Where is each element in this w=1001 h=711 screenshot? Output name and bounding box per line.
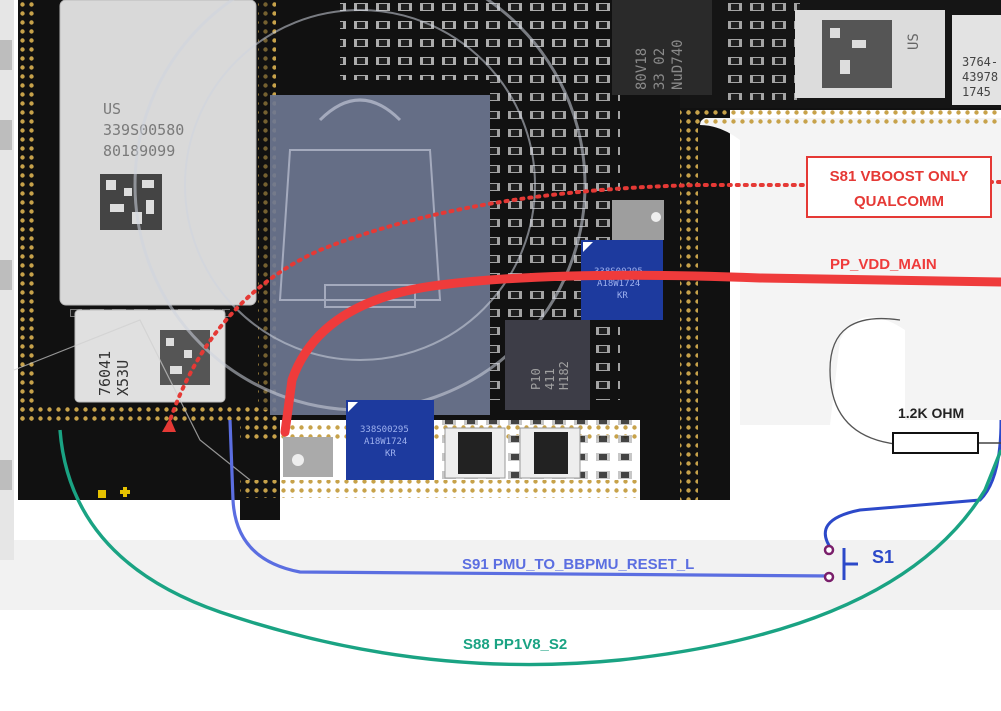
chip-blue-bottom (346, 400, 434, 480)
via-row-bottom-left (18, 407, 280, 425)
switch-contact-bottom (823, 571, 835, 583)
wire-vboost-dotted (166, 183, 812, 428)
wire-pp1v8 (58, 429, 1001, 667)
switch-contact-top (823, 544, 835, 556)
vboost-arrowhead (162, 418, 176, 432)
chip-edge-line1: 3764- (962, 55, 998, 69)
chip-top-right-label: US (906, 33, 922, 50)
chip-large-line1: US (103, 100, 121, 118)
chip-top-right-edge (952, 15, 1001, 105)
pp1v8-label: S88 PP1V8_S2 (463, 636, 567, 653)
chip-top-dark (612, 0, 712, 95)
chip-pmic (505, 320, 590, 410)
chip-blue-right (581, 240, 663, 320)
chip-pmic-line2: 411 (543, 368, 557, 390)
watermark-seal (133, 0, 587, 412)
via-column-right (680, 110, 698, 500)
pad-yellow (98, 490, 106, 498)
resistor-symbol (892, 432, 979, 454)
via-column-left (18, 0, 36, 425)
chip-blue-bottom-line1: 338S00295 (360, 425, 409, 435)
chip-soc (270, 95, 490, 415)
vdd-main-label: PP_VDD_MAIN (830, 256, 937, 273)
chip-blue-right-line3: KR (617, 291, 628, 301)
chip-blue-bottom-line2: A18W1724 (364, 437, 407, 447)
chip-blue-right-line2: A18W1724 (597, 279, 640, 289)
chip-grey-small (283, 437, 333, 477)
wire-pp-vdd-main (280, 270, 1001, 437)
chip-edge-line2: 43978 (962, 70, 998, 84)
chip-edge-line3: 1745 (962, 85, 991, 99)
chip-small-line2: X53U (114, 360, 132, 396)
resistor-loop-wire (829, 318, 906, 446)
via-row-top-right (680, 108, 1001, 126)
chip-blue-bottom-line3: KR (385, 449, 396, 459)
chip-top-dark-line2: 33 02 (652, 48, 668, 90)
chip-top-dark-line3: NuD740 (670, 39, 686, 90)
chip-pmic-line1: P10 (529, 368, 543, 390)
vboost-label-line1: S81 VBOOST ONLY (830, 168, 969, 185)
chip-large-line2: 339S00580 (103, 121, 184, 139)
chip-small-line1: 76041 (96, 351, 114, 396)
switch-label: S1 (872, 547, 894, 567)
vboost-label-line2: QUALCOMM (854, 193, 944, 210)
wire-pmu-reset (228, 419, 833, 578)
chip-top-dark-line1: 80V18 (634, 48, 650, 90)
resistor-label: 1.2K OHM (898, 405, 964, 421)
chip-large-line3: 80189099 (103, 142, 175, 160)
chip-pmic-line3: H182 (557, 361, 571, 390)
vboost-label-box (806, 156, 992, 218)
reset-label: S91 PMU_TO_BBPMU_RESET_L (462, 556, 694, 573)
via-row-bottom (240, 480, 640, 498)
